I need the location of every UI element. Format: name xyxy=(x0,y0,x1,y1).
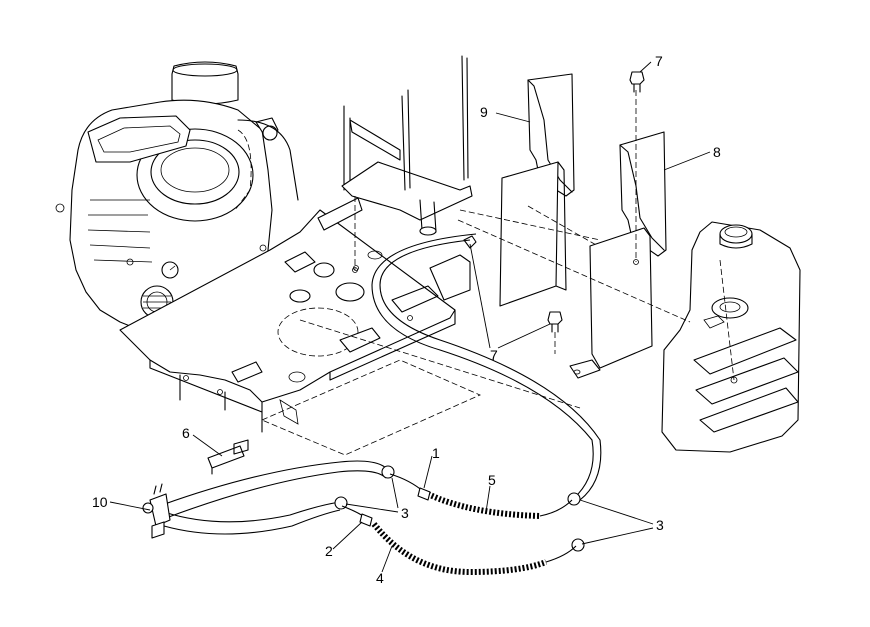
callout-8: 8 xyxy=(713,144,721,160)
heat-shield-9 xyxy=(499,73,641,307)
bolt-7-lower xyxy=(547,311,563,354)
callout-1: 1 xyxy=(432,445,440,461)
bolt-7-left xyxy=(463,235,477,249)
callout-3-left: 3 xyxy=(401,505,409,521)
leader-lines xyxy=(109,61,711,573)
callout-7-top: 7 xyxy=(655,53,663,69)
callout-7-bottom: 7 xyxy=(490,347,498,363)
bolt-7-upper xyxy=(629,71,645,93)
fuel-line-routing xyxy=(161,233,602,576)
callout-4: 4 xyxy=(376,570,384,586)
callout-9: 9 xyxy=(480,104,488,120)
callout-5: 5 xyxy=(488,472,496,488)
callout-2: 2 xyxy=(325,543,333,559)
mounting-plate xyxy=(119,197,481,456)
heat-shield-8 xyxy=(569,90,667,379)
rear-bracket xyxy=(341,55,473,273)
bracket-6 xyxy=(207,439,249,475)
callout-6: 6 xyxy=(182,425,190,441)
callout-3-right: 3 xyxy=(656,517,664,533)
fuel-tank xyxy=(661,221,801,453)
fuel-valve-10 xyxy=(142,483,171,539)
callout-10: 10 xyxy=(92,494,108,510)
